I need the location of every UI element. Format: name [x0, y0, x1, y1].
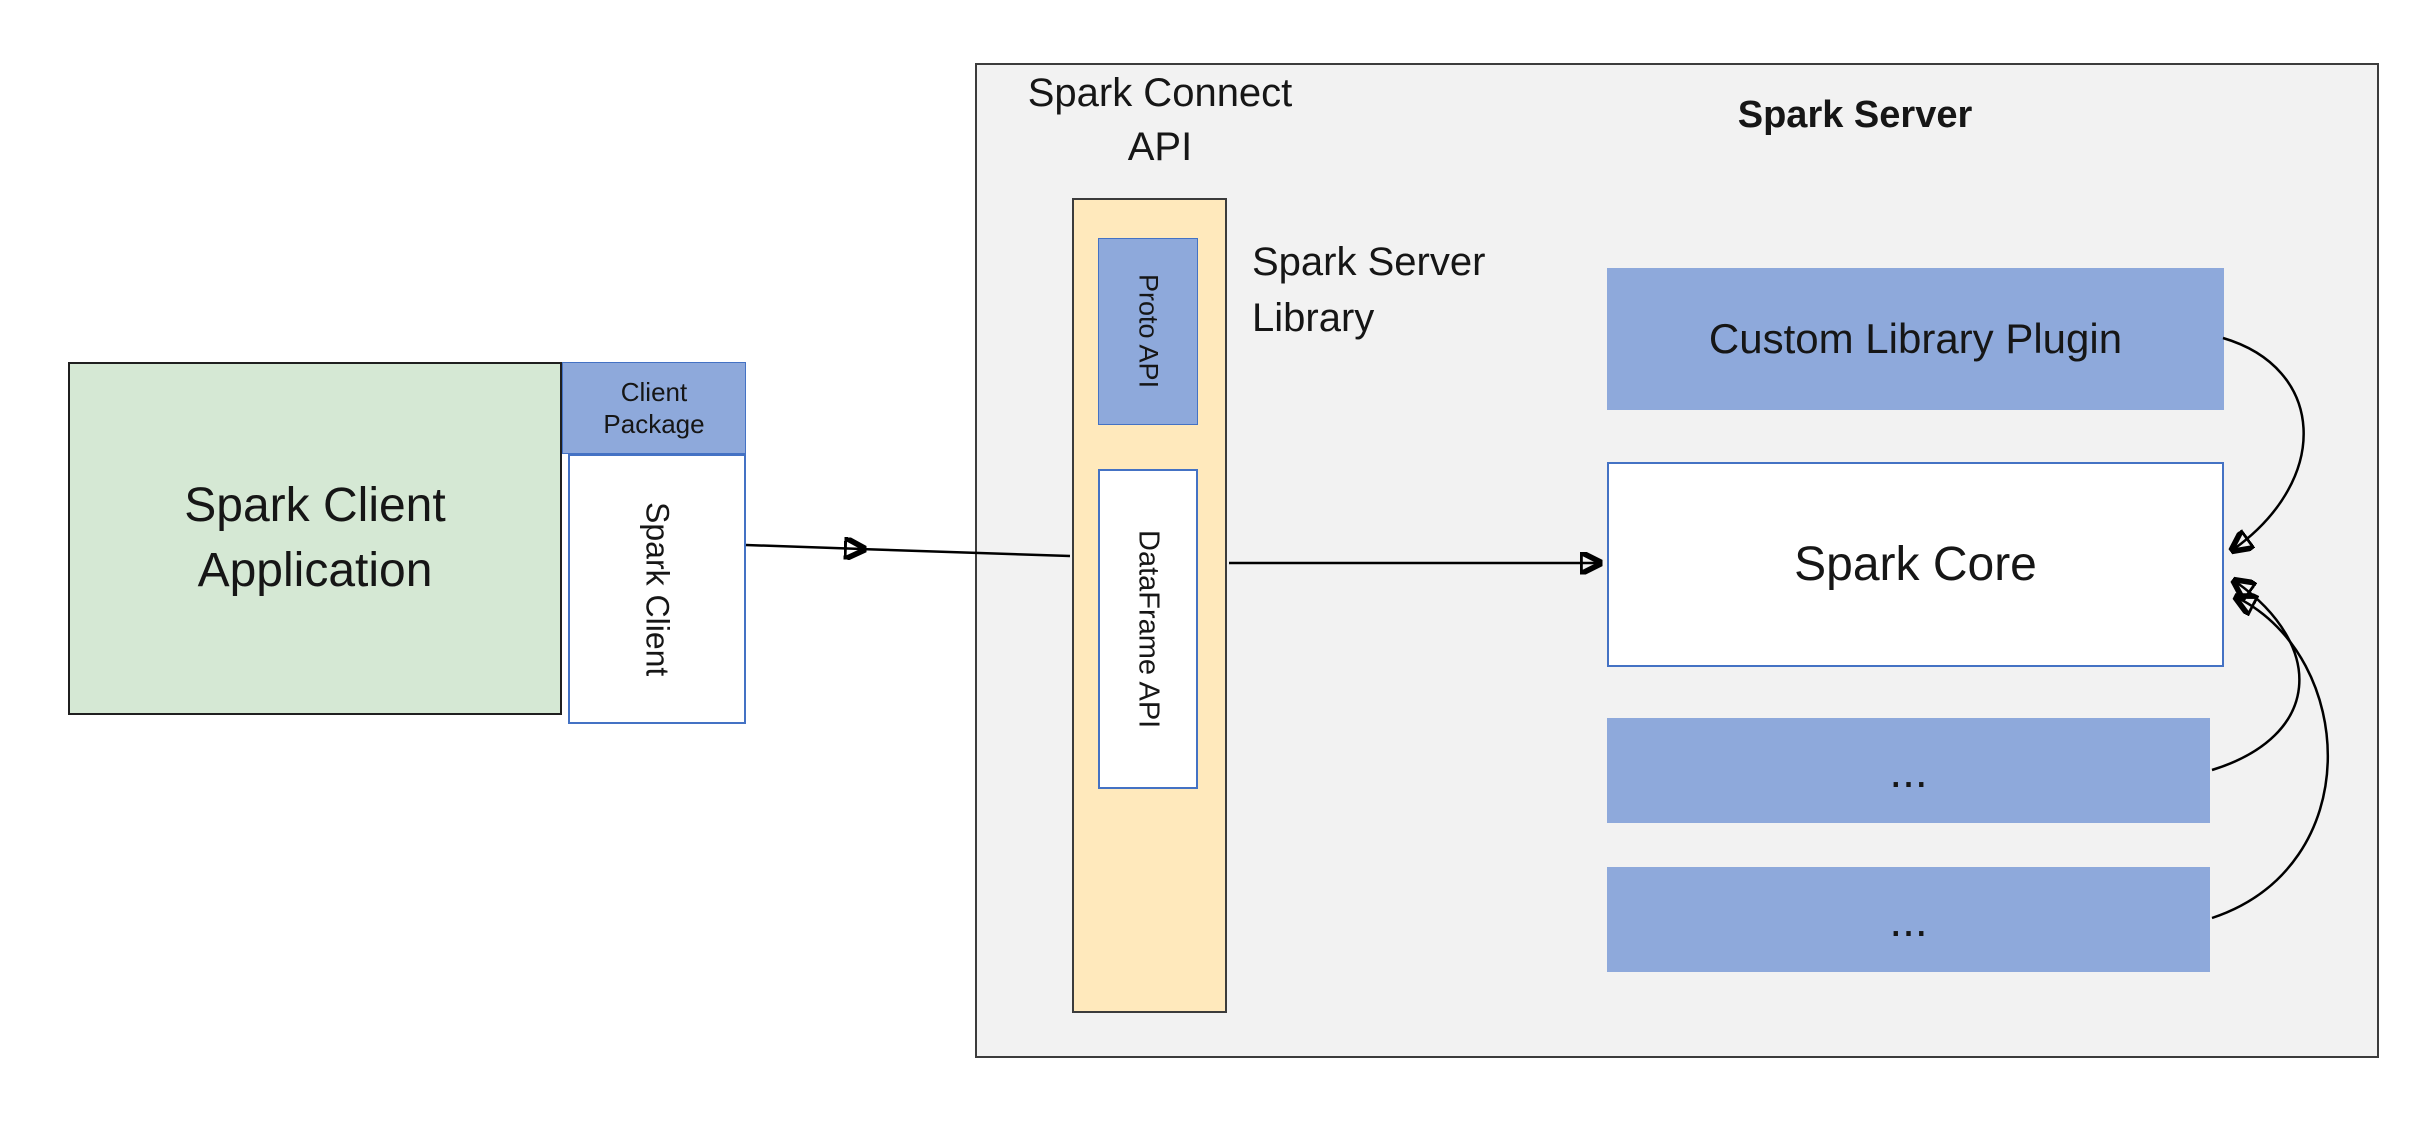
- plugin-ellipsis-box-2: ...: [1607, 867, 2210, 972]
- spark-core-box: Spark Core: [1607, 462, 2224, 667]
- proto-api-box: Proto API: [1098, 238, 1198, 425]
- spark-client-box: Spark Client: [568, 454, 746, 724]
- plugin-ellipsis-box-1: ...: [1607, 718, 2210, 823]
- spark-server-library-label: Spark Server Library: [1252, 240, 1486, 340]
- client-to-connect-arrow: [745, 545, 862, 549]
- client-package-box: Client Package: [562, 362, 746, 454]
- spark-client-application-box: Spark Client Application: [68, 362, 562, 715]
- spark-server-title: Spark Server: [1737, 94, 1973, 136]
- dataframe-api-box: DataFrame API: [1098, 469, 1198, 789]
- custom-library-plugin-box: Custom Library Plugin: [1607, 268, 2224, 410]
- spark-connect-api-label: Spark Connect API: [1027, 71, 1293, 169]
